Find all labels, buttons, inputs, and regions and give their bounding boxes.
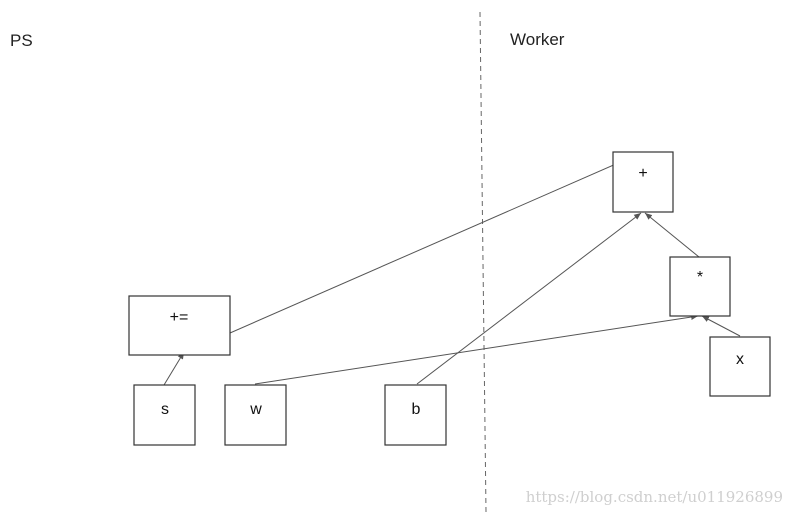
node-w: w [224,384,287,446]
node-s-label: s [161,401,169,418]
edge-b-to-plus [416,212,642,385]
ps-worker-divider [479,11,487,513]
node-w-label: w [249,401,262,418]
node-plus: + [612,151,674,213]
ps-region-label: PS [10,31,33,50]
node-x: x [709,336,771,397]
node-mul-label: * [697,269,703,286]
worker-region-label: Worker [510,30,565,49]
edge-mul-to-plus [644,212,700,258]
node-b: b [384,384,447,446]
node-add-assign: += [128,295,231,356]
edge-x-to-mul [701,315,741,337]
node-add-assign-label: += [170,309,189,326]
node-plus-label: + [638,165,647,182]
node-x-label: x [736,351,744,368]
watermark-text: https://blog.csdn.net/u011926899 [526,488,783,506]
edge-plus-to-add-assign [181,152,642,355]
edges-group [163,152,741,386]
edge-s-to-add-assign [163,351,185,386]
node-b-label: b [412,401,421,418]
node-mul: * [669,256,731,317]
node-s: s [133,384,196,446]
edge-w-to-mul [254,314,699,385]
